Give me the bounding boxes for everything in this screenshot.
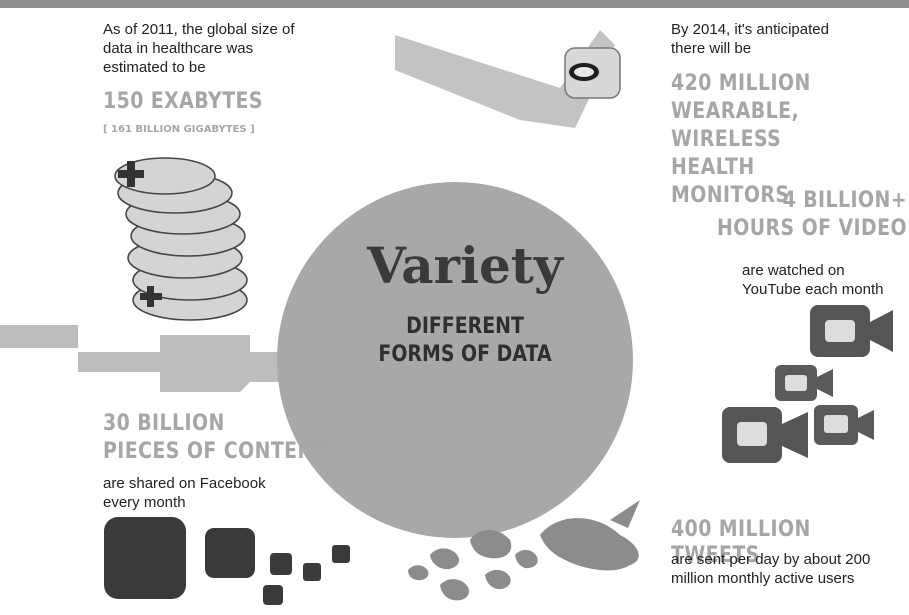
medical-cross-icon — [118, 161, 162, 307]
wearables-intro-line1: By 2014, it's anticipated — [671, 21, 829, 38]
video-headline: 4 BILLION+ HOURS OF VIDEO — [717, 187, 907, 243]
twitter-detail-line2: million monthly active users — [671, 570, 855, 587]
healthcare-intro-line2: data in healthcare was — [103, 40, 254, 57]
healthcare-headline: 150 EXABYTES — [103, 89, 263, 114]
youtube-camera-icon-4 — [814, 405, 874, 445]
twitter-bird-icon — [408, 500, 640, 601]
variety-circle — [277, 182, 633, 538]
wearables-intro: By 2014, it's anticipated there will be — [671, 20, 829, 58]
youtube-camera-icon-1 — [810, 305, 893, 357]
variety-title: Variety — [367, 236, 563, 295]
variety-subtitle: DIFFERENT FORMS OF DATA — [349, 313, 581, 369]
facebook-detail-line2: every month — [103, 494, 186, 511]
disc-stack-icon — [114, 157, 248, 321]
facebook-icon-small — [263, 545, 350, 605]
video-detail-line1: are watched on — [742, 262, 845, 279]
twitter-detail: are sent per day by about 200 million mo… — [671, 550, 870, 588]
video-detail-line2: YouTube each month — [742, 281, 884, 298]
wearable-device-icon — [564, 47, 621, 99]
healthcare-note: [ 161 BILLION GIGABYTES ] — [103, 124, 255, 135]
facebook-headline-line1: 30 BILLION — [103, 411, 225, 436]
variety-subtitle-line2: FORMS OF DATA — [378, 342, 552, 367]
left-pipe-band — [0, 325, 300, 392]
facebook-icon-large — [104, 517, 186, 599]
video-headline-line2: HOURS OF VIDEO — [716, 216, 907, 241]
healthcare-intro-line1: As of 2011, the global size of — [103, 21, 295, 38]
top-band — [395, 30, 615, 128]
video-headline-line1: 4 BILLION+ — [782, 188, 907, 213]
top-border — [0, 0, 909, 8]
wearables-headline-line2: WEARABLE, WIRELESS — [671, 99, 800, 152]
wearables-intro-line2: there will be — [671, 40, 752, 57]
facebook-detail: are shared on Facebook every month — [103, 474, 266, 512]
youtube-camera-icon-2 — [775, 365, 833, 401]
healthcare-intro-line3: estimated to be — [103, 59, 206, 76]
variety-subtitle-line1: DIFFERENT — [406, 314, 524, 339]
twitter-headline: 400 MILLION TWEETS — [671, 517, 811, 568]
youtube-camera-icon-3 — [722, 407, 808, 463]
facebook-detail-line1: are shared on Facebook — [103, 475, 266, 492]
wearables-headline-line3: HEALTH MONITORS — [671, 155, 790, 208]
wearables-headline-line1: 420 MILLION — [671, 71, 811, 96]
facebook-headline-line2: PIECES OF CONTENT — [103, 439, 328, 464]
facebook-icon-medium — [205, 528, 255, 578]
wearables-headline: 420 MILLION WEARABLE, WIRELESS HEALTH MO… — [671, 70, 876, 210]
twitter-detail-line1: are sent per day by about 200 — [671, 551, 871, 568]
facebook-headline: 30 BILLION PIECES OF CONTENT — [103, 410, 327, 466]
healthcare-intro: As of 2011, the global size of data in h… — [103, 20, 295, 77]
video-detail: are watched on YouTube each month — [742, 261, 884, 299]
